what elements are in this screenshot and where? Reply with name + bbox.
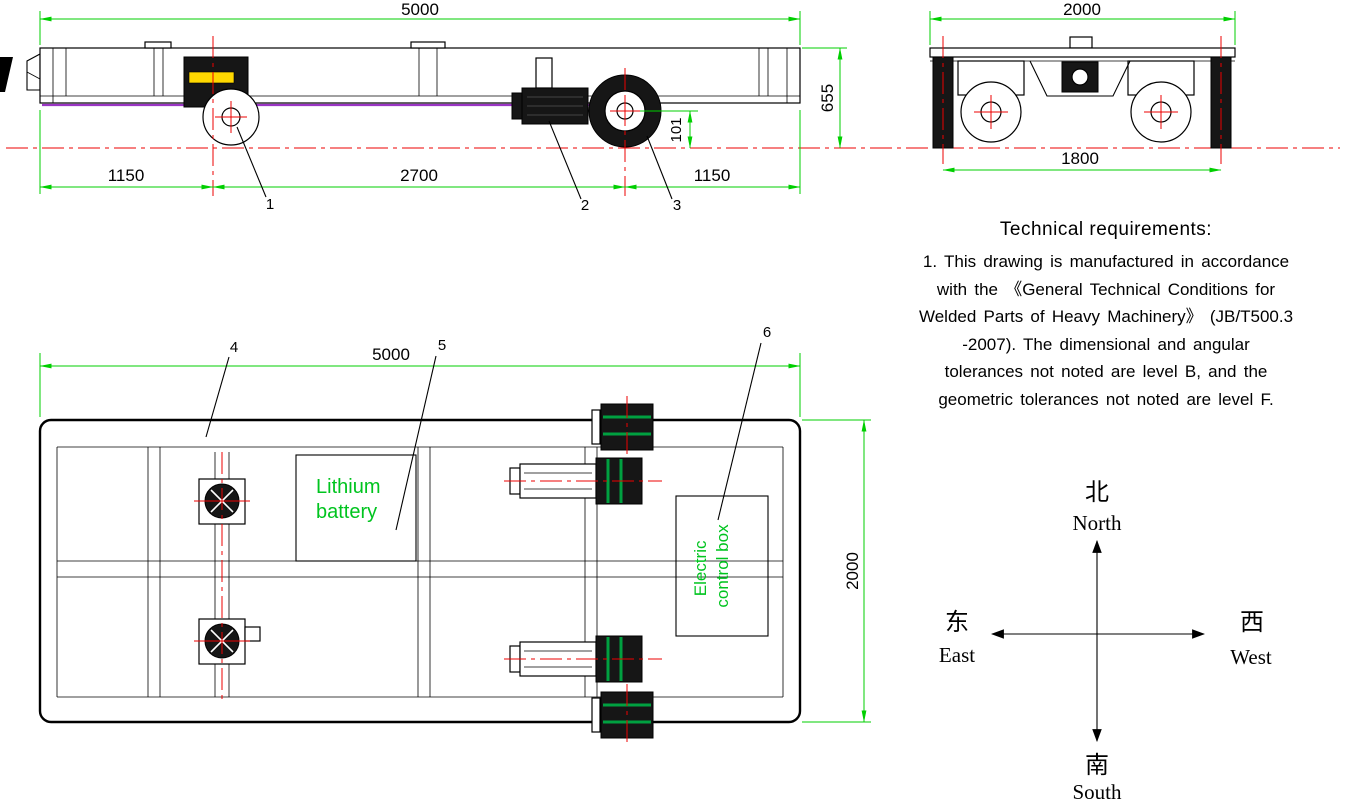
compass-south-en: South: [1072, 780, 1122, 801]
side-view-callout-leaders: [236, 120, 673, 200]
plan-view-bottom-wheel-unit: [591, 691, 654, 739]
technical-requirements-title: Technical requirements:: [999, 219, 1213, 240]
end-dim-wheel-gauge: 1800: [1061, 149, 1099, 168]
side-view-dim-chain-lines: [39, 110, 801, 194]
left-edge-mark: [0, 57, 13, 92]
electric-control-box-label: Electric control box: [691, 524, 732, 608]
end-view-dim-width-lines: [929, 11, 1236, 45]
compass-west-en: West: [1230, 645, 1272, 669]
technical-requirements-line: 1. This drawing is manufactured in accor…: [922, 252, 1290, 271]
side-dim-overall-length: 5000: [401, 0, 439, 19]
side-view-left-wheel-unit: [183, 56, 260, 146]
technical-requirements-line: Welded Parts of Heavy Machinery》 (JB/T50…: [918, 307, 1294, 326]
compass-south-zh: 南: [1085, 751, 1109, 779]
technical-requirements-line: with the 《General Technical Conditions f…: [936, 279, 1276, 299]
compass-east-en: East: [939, 643, 975, 667]
side-view-dim-overall-length-lines: [39, 11, 801, 45]
side-dim-height: 655: [818, 84, 837, 112]
side-view: 5000: [0, 0, 847, 214]
plan-view-top-wheel-unit: [591, 403, 654, 451]
motor-nameplate: [188, 71, 235, 84]
side-dim-front-overhang: 1150: [108, 166, 145, 185]
side-view-frame: [26, 41, 801, 104]
compass-east-zh: 东: [945, 608, 969, 636]
plan-view: 5000: [38, 324, 871, 746]
plan-view-callout-leaders: [205, 342, 762, 531]
technical-requirements-line: -2007). The dimensional and angular: [962, 334, 1250, 354]
side-dim-rear-overhang: 1150: [694, 166, 731, 185]
plan-dim-width: 2000: [843, 552, 862, 590]
lithium-battery-label-line2: battery: [316, 501, 377, 523]
technical-requirements-line: geometric tolerances not noted are level…: [938, 389, 1274, 409]
callout-5: 5: [438, 337, 446, 354]
callout-1: 1: [266, 196, 274, 213]
electric-control-box: [675, 495, 769, 637]
callout-2: 2: [581, 197, 589, 214]
technical-requirements-line: tolerances not noted are level B, and th…: [944, 362, 1268, 381]
side-dim-wheelbase: 2700: [400, 166, 438, 185]
side-dim-wheel-to-rail: 101: [668, 117, 685, 142]
callout-4: 4: [230, 339, 238, 356]
plan-view-inner-frame: [56, 446, 784, 698]
callout-3: 3: [673, 197, 681, 214]
end-dim-overall-width: 2000: [1063, 0, 1101, 19]
lithium-battery-label-line1: Lithium: [316, 476, 380, 498]
compass-north-zh: 北: [1085, 478, 1109, 506]
plan-view-dim-width-lines: [802, 419, 871, 723]
callout-6: 6: [763, 324, 771, 341]
plan-view-deck-outline: [38, 418, 802, 724]
end-view: 2000: [929, 0, 1236, 173]
plan-dim-length: 5000: [372, 345, 410, 364]
side-view-dim-wheel-to-rail-lines: [640, 110, 698, 149]
lithium-battery-box: [295, 454, 417, 562]
compass-west-zh: 西: [1240, 608, 1264, 636]
compass: 北 North 南 South 东 East 西 West: [939, 478, 1272, 801]
technical-requirements: Technical requirements: 1. This drawing …: [876, 219, 1336, 413]
end-view-body: [929, 36, 1236, 149]
plan-view-dim-length-lines: [39, 353, 801, 417]
compass-north-en: North: [1073, 511, 1122, 535]
side-view-dim-height-lines: [802, 47, 847, 149]
